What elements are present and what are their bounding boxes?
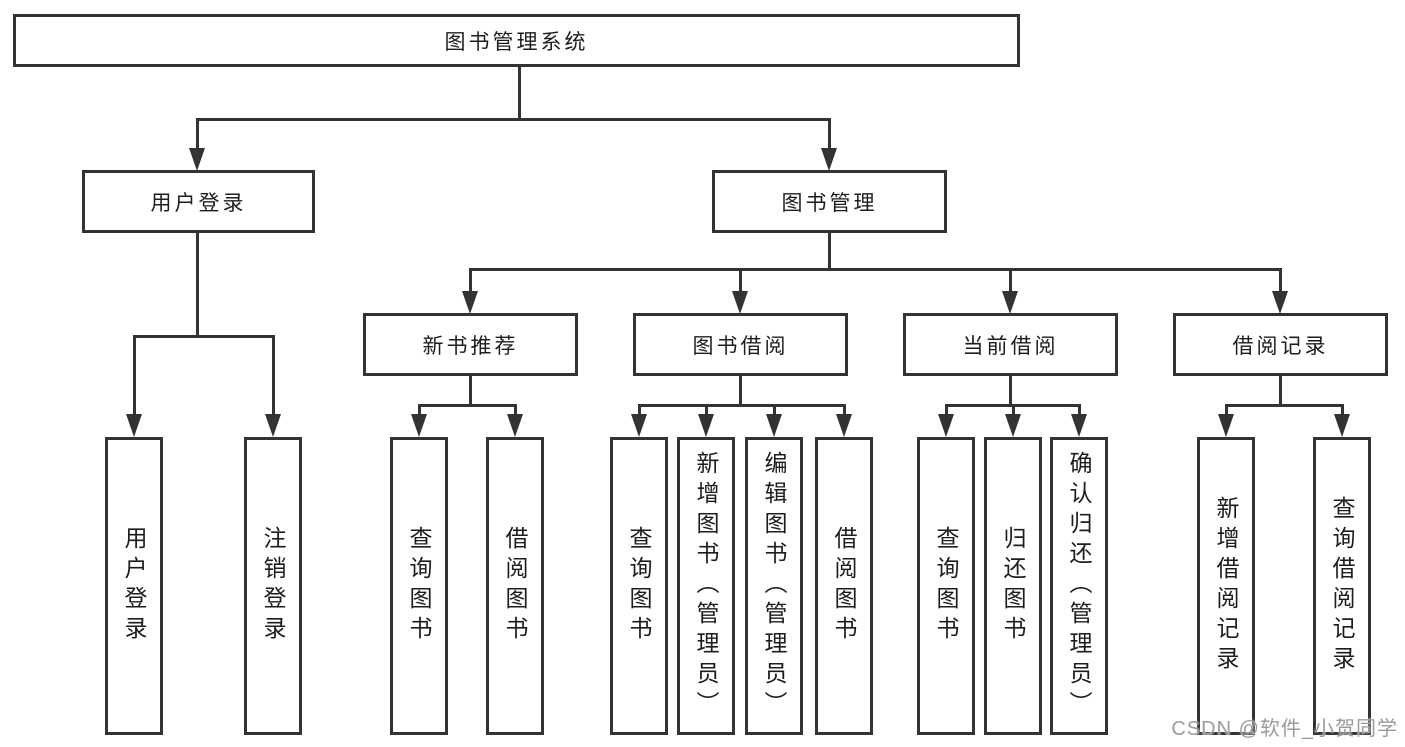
leaf-user-login: 用户登录 xyxy=(105,437,163,735)
borrow-records-bus-line xyxy=(1225,404,1344,407)
arrow-down-icon xyxy=(1218,414,1234,437)
leaf-records-query-record: 查询借阅记录 xyxy=(1313,437,1371,735)
node-current-borrow-label: 当前借阅 xyxy=(962,334,1059,358)
leaf-borrow-edit-books-admin-label: 编辑图书（管理员） xyxy=(761,451,787,721)
arrow-down-icon xyxy=(698,414,714,437)
node-book-borrow-label: 图书借阅 xyxy=(692,334,789,358)
drop-line-leaf xyxy=(1078,404,1081,417)
arrow-down-icon xyxy=(766,414,782,437)
node-book-management-label: 图书管理 xyxy=(781,191,878,215)
root-stem-line xyxy=(518,66,521,121)
new-book-bus-line xyxy=(418,404,517,407)
arrow-down-icon xyxy=(462,291,478,314)
node-book-borrow: 图书借阅 xyxy=(633,313,848,376)
arrow-down-icon xyxy=(507,414,523,437)
drop-line-leaf xyxy=(843,404,846,417)
new-book-stem-line xyxy=(469,375,472,406)
drop-line-leaf xyxy=(773,404,776,417)
book-mgmt-stem-line xyxy=(828,232,831,270)
node-book-management: 图书管理 xyxy=(712,170,947,233)
leaf-borrow-query-books: 查询图书 xyxy=(610,437,668,735)
leaf-current-query-books-label: 查询图书 xyxy=(933,526,959,646)
leaf-newbook-borrow-books-label: 借阅图书 xyxy=(502,526,528,646)
drop-line-current-borrow xyxy=(1009,268,1012,295)
user-login-stem-line xyxy=(196,232,199,336)
drop-line-leaf xyxy=(133,335,136,417)
leaf-newbook-borrow-books: 借阅图书 xyxy=(486,437,544,735)
book-mgmt-bus-line xyxy=(469,268,1282,271)
leaf-borrow-query-books-label: 查询图书 xyxy=(626,526,652,646)
current-borrow-stem-line xyxy=(1009,375,1012,406)
node-user-login: 用户登录 xyxy=(82,170,315,233)
arrow-down-icon xyxy=(836,414,852,437)
node-root-label: 图书管理系统 xyxy=(444,30,589,54)
drop-line-borrow-records xyxy=(1279,268,1282,295)
leaf-borrow-add-books-admin-label: 新增图书（管理员） xyxy=(693,451,719,721)
leaf-records-query-record-label: 查询借阅记录 xyxy=(1329,496,1355,676)
drop-line-leaf xyxy=(1225,404,1228,417)
arrow-down-icon xyxy=(1272,291,1288,314)
leaf-current-query-books: 查询图书 xyxy=(917,437,975,735)
leaf-borrow-borrow-books-label: 借阅图书 xyxy=(831,526,857,646)
leaf-current-return-books: 归还图书 xyxy=(984,437,1042,735)
drop-line-leaf xyxy=(1341,404,1344,417)
drop-line-book-borrow xyxy=(739,268,742,295)
drop-line-new-book xyxy=(469,268,472,295)
drop-line-leaf xyxy=(272,335,275,417)
level1-bus-line xyxy=(197,118,831,121)
node-root-library-system: 图书管理系统 xyxy=(13,14,1020,67)
leaf-records-add-record-label: 新增借阅记录 xyxy=(1213,496,1239,676)
arrow-down-icon xyxy=(265,414,281,437)
leaf-borrow-add-books-admin: 新增图书（管理员） xyxy=(677,437,735,735)
node-current-borrow: 当前借阅 xyxy=(903,313,1118,376)
arrow-down-icon xyxy=(938,414,954,437)
node-user-login-label: 用户登录 xyxy=(150,191,247,215)
drop-line-leaf xyxy=(638,404,641,417)
csdn-watermark: CSDN @软件_小贺同学 xyxy=(1171,718,1398,740)
arrow-down-icon xyxy=(821,148,837,171)
drop-line-leaf xyxy=(1012,404,1015,417)
leaf-user-login-label: 用户登录 xyxy=(121,526,147,646)
arrow-down-icon xyxy=(1071,414,1087,437)
node-new-book-recommend: 新书推荐 xyxy=(363,313,578,376)
leaf-logout-label: 注销登录 xyxy=(260,526,286,646)
leaf-current-confirm-return-admin: 确认归还（管理员） xyxy=(1050,437,1108,735)
arrow-down-icon xyxy=(126,414,142,437)
drop-line-leaf xyxy=(418,404,421,417)
node-borrow-records: 借阅记录 xyxy=(1173,313,1388,376)
arrow-down-icon xyxy=(1334,414,1350,437)
arrow-down-icon xyxy=(732,291,748,314)
node-new-book-recommend-label: 新书推荐 xyxy=(422,334,519,358)
drop-line-user-login xyxy=(196,118,199,152)
borrow-records-stem-line xyxy=(1279,375,1282,406)
leaf-current-confirm-return-admin-label: 确认归还（管理员） xyxy=(1066,451,1092,721)
arrow-down-icon xyxy=(411,414,427,437)
leaf-borrow-edit-books-admin: 编辑图书（管理员） xyxy=(745,437,803,735)
leaf-logout: 注销登录 xyxy=(244,437,302,735)
arrow-down-icon xyxy=(1005,414,1021,437)
leaf-newbook-query-books: 查询图书 xyxy=(390,437,448,735)
drop-line-leaf xyxy=(945,404,948,417)
leaf-current-return-books-label: 归还图书 xyxy=(1000,526,1026,646)
arrow-down-icon xyxy=(189,148,205,171)
drop-line-leaf xyxy=(705,404,708,417)
book-borrow-stem-line xyxy=(739,375,742,406)
user-login-bus-line xyxy=(133,335,275,338)
arrow-down-icon xyxy=(1002,291,1018,314)
node-borrow-records-label: 借阅记录 xyxy=(1232,334,1329,358)
arrow-down-icon xyxy=(631,414,647,437)
leaf-records-add-record: 新增借阅记录 xyxy=(1197,437,1255,735)
drop-line-leaf xyxy=(514,404,517,417)
drop-line-book-mgmt xyxy=(828,118,831,152)
book-borrow-bus-line xyxy=(638,404,846,407)
leaf-borrow-borrow-books: 借阅图书 xyxy=(815,437,873,735)
leaf-newbook-query-books-label: 查询图书 xyxy=(406,526,432,646)
